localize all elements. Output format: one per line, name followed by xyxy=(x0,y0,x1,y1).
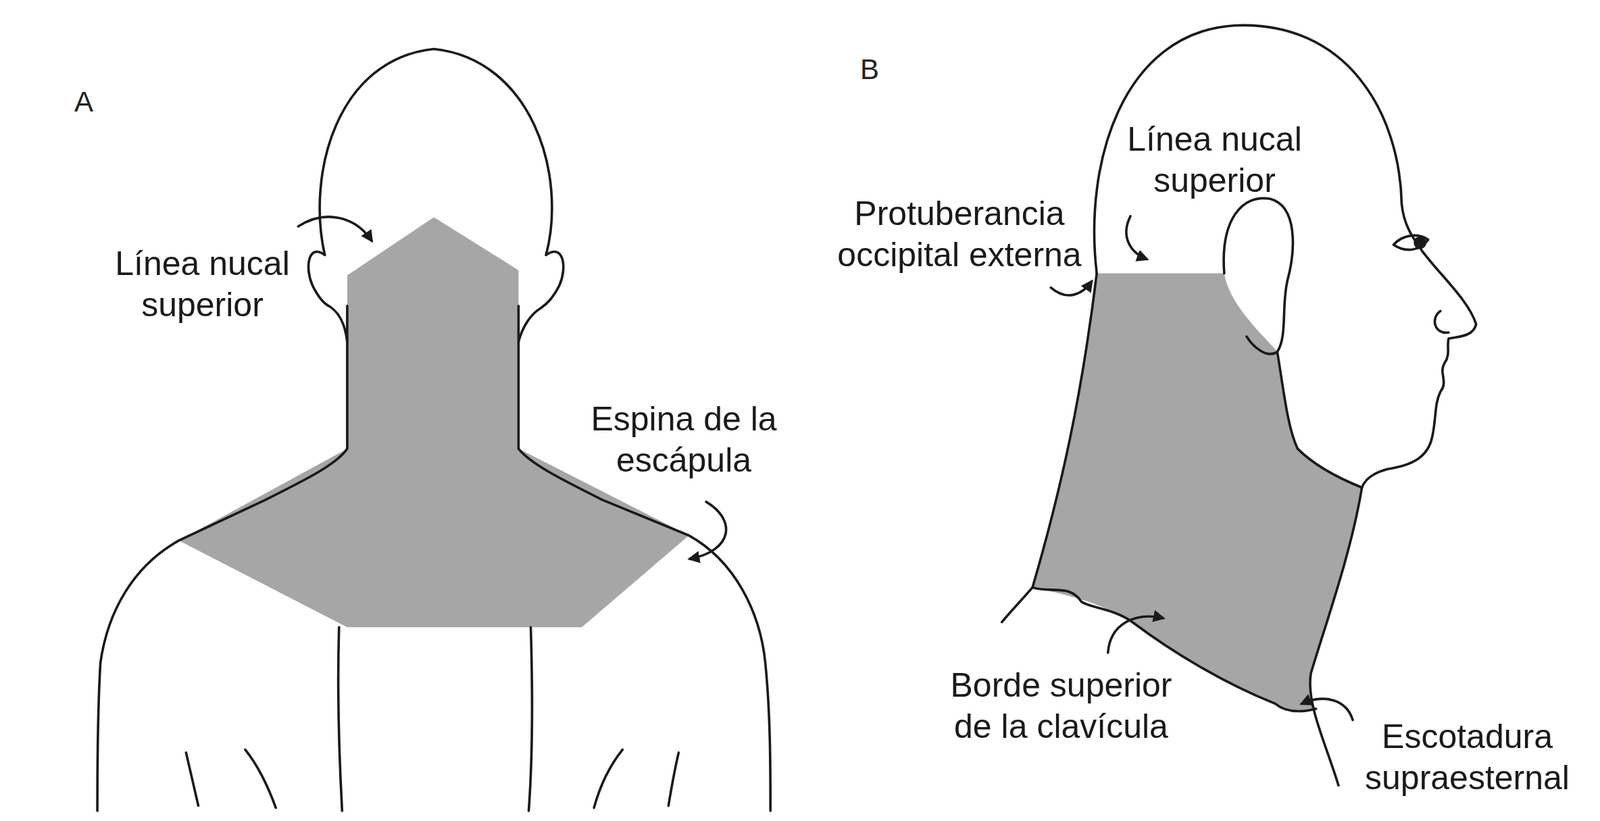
ear xyxy=(1223,197,1293,354)
left-shoulder xyxy=(97,306,348,811)
torso-line xyxy=(529,627,533,811)
leader-arrow xyxy=(297,216,372,241)
anatomy-label: Línea nucal superior xyxy=(95,243,310,326)
leader-arrow xyxy=(689,502,727,560)
nostril xyxy=(1434,310,1448,333)
leader-arrow xyxy=(1302,698,1353,720)
back-fold xyxy=(668,752,679,806)
anatomy-label: Protuberancia occipital externa xyxy=(831,193,1088,276)
front-neck xyxy=(1310,487,1363,786)
panel-letter: A xyxy=(74,84,136,119)
left-ear xyxy=(308,251,348,342)
right-ear xyxy=(518,251,563,342)
head-profile xyxy=(1094,25,1477,488)
shaded-region xyxy=(1032,272,1363,711)
anatomy-label: Línea nucal superior xyxy=(1107,118,1322,202)
jaw-line xyxy=(1277,352,1362,488)
eye xyxy=(1393,235,1428,250)
back-fold xyxy=(593,749,623,808)
right-shoulder xyxy=(518,306,771,811)
torso-line xyxy=(338,627,343,811)
leader-arrow xyxy=(1050,281,1092,296)
anatomy-label: Escotadura supraesternal xyxy=(1345,716,1589,799)
back-fold xyxy=(245,749,276,808)
leader-arrow xyxy=(1126,216,1147,259)
panel-letter: B xyxy=(860,52,922,87)
back-neck xyxy=(1002,272,1097,622)
anatomy-label: Borde superior de la clavícula xyxy=(928,664,1194,748)
leader-arrow xyxy=(1108,616,1164,653)
anatomy-label: Espina de la escápula xyxy=(579,398,789,482)
back-fold xyxy=(185,752,198,806)
pupil xyxy=(1414,237,1425,248)
